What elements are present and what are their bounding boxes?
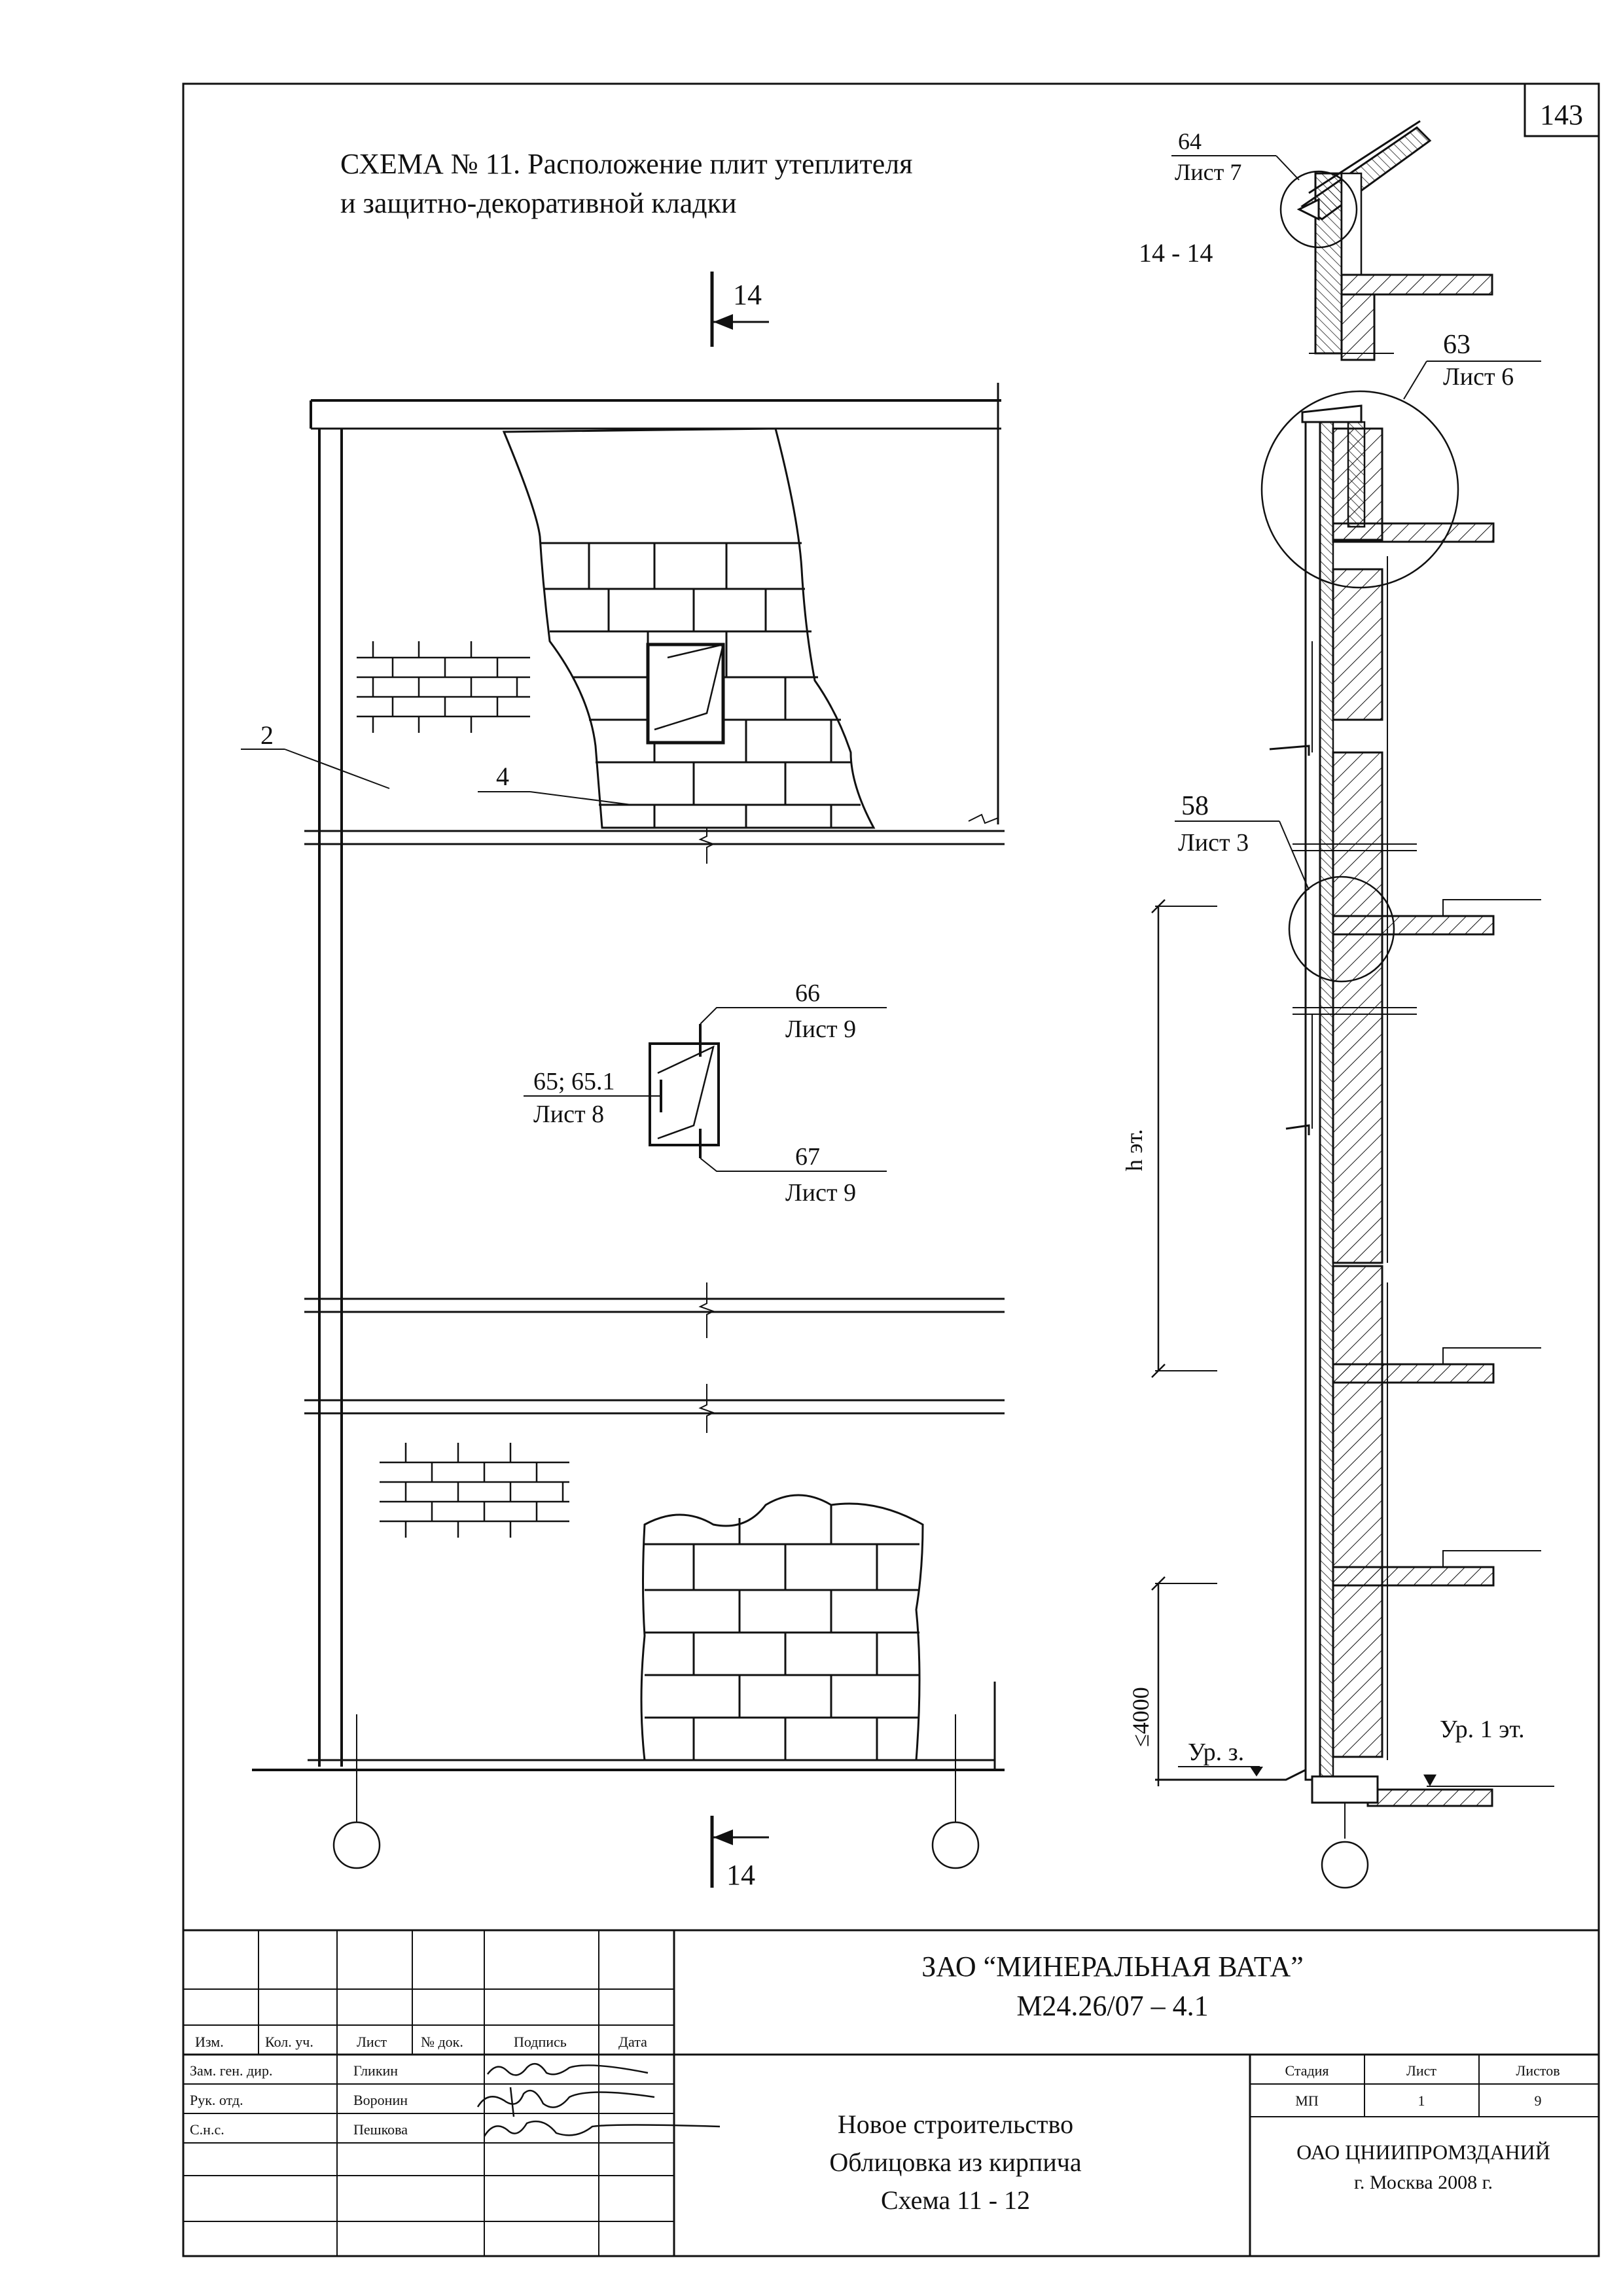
section-label-bottom: 14 (726, 1859, 755, 1891)
callout-66-number: 66 (795, 980, 820, 1007)
callout-64-number: 64 (1178, 128, 1202, 154)
dimension-floor-height: h эт. (1121, 899, 1217, 1378)
wall-section (1155, 120, 1554, 1889)
callout-65-sheet: Лист 8 (533, 1101, 604, 1128)
page-number: 143 (1540, 99, 1583, 131)
section-view-label: 14 - 14 (1139, 238, 1213, 268)
callout-64-sheet: Лист 7 (1175, 159, 1241, 185)
role-0: Зам. ген. дир. (190, 2062, 272, 2079)
ground-level-label: Ур. з. (1188, 1739, 1244, 1766)
header-signature: Подпись (514, 2034, 567, 2050)
signature-1 (476, 2087, 655, 2117)
callout-58-number: 58 (1181, 791, 1209, 821)
name-2: Пешкова (353, 2121, 408, 2138)
floor-height-label: h эт. (1121, 1129, 1147, 1171)
stage-value: МП (1295, 2093, 1319, 2109)
section-mark-bottom: 14 (710, 1816, 769, 1891)
callout-67-sheet: Лист 9 (785, 1179, 856, 1207)
section-label-top: 14 (733, 279, 762, 311)
project-line3: Схема 11 - 12 (881, 2185, 1030, 2215)
brick-cutaway-bottom (640, 1494, 924, 1761)
callout-2: 2 (241, 720, 390, 789)
sheets-value: 9 (1535, 2093, 1542, 2109)
dimension-max-height: ≤4000 (1128, 1576, 1217, 1786)
first-floor-level-label: Ур. 1 эт. (1440, 1716, 1525, 1743)
detail-circle-64 (1279, 170, 1358, 249)
project-line1: Новое строительство (838, 2110, 1073, 2139)
page-number-box (1524, 82, 1600, 137)
header-kol-uch: Кол. уч. (265, 2034, 313, 2050)
sheets-header: Листов (1516, 2062, 1560, 2079)
brick-cutaway-top (502, 427, 876, 829)
callout-4-label: 4 (496, 762, 509, 791)
signature-2 (483, 2120, 721, 2137)
sheet-frame (182, 82, 1600, 2257)
callout-67-number: 67 (795, 1143, 820, 1171)
section-mark-top: 14 (710, 272, 769, 347)
title-block: Изм. Кол. уч. Лист № док. Подпись Дата З… (183, 1929, 1599, 2256)
project-line2: Облицовка из кирпича (829, 2147, 1081, 2177)
max-height-label: ≤4000 (1128, 1687, 1154, 1747)
callout-2-label: 2 (260, 720, 274, 750)
callout-63-number: 63 (1443, 330, 1471, 360)
sheet-header: Лист (1406, 2062, 1436, 2079)
name-0: Гликин (353, 2062, 398, 2079)
callout-65-number: 65; 65.1 (533, 1068, 615, 1095)
role-2: С.н.с. (190, 2121, 224, 2138)
brick-pattern-lower (380, 1443, 569, 1538)
brick-pattern-upper (357, 641, 530, 733)
axis-bubble-left (332, 1821, 381, 1869)
header-doc-no: № док. (421, 2034, 463, 2050)
window-detail (524, 1007, 887, 1172)
axis-bubble-right (931, 1821, 980, 1869)
role-1: Рук. отд. (190, 2092, 243, 2108)
organization: ЗАО “МИНЕРАЛЬНАЯ ВАТА” (921, 1951, 1304, 1983)
institute: ОАО ЦНИИПРОМЗДАНИЙ (1296, 2140, 1550, 2164)
callout-63-sheet: Лист 6 (1443, 363, 1514, 391)
header-izm: Изм. (195, 2034, 224, 2050)
callout-66-sheet: Лист 9 (785, 1016, 856, 1043)
document-code: М24.26/07 – 4.1 (1016, 1990, 1208, 2022)
scheme-title-line1: СХЕМА № 11. Расположение плит утеплителя (340, 148, 912, 180)
header-list: Лист (357, 2034, 387, 2050)
detail-circle-58 (1288, 875, 1395, 983)
detail-circle-63 (1260, 390, 1459, 589)
callout-58-sheet: Лист 3 (1178, 829, 1249, 857)
scheme-title-line2: и защитно-декоративной кладки (340, 187, 737, 219)
callout-4: 4 (478, 762, 632, 805)
name-1: Воронин (353, 2092, 408, 2108)
city-year: г. Москва 2008 г. (1354, 2172, 1493, 2193)
signature-0 (487, 2062, 649, 2076)
axis-bubble-section (1321, 1841, 1369, 1889)
stage-header: Стадия (1285, 2062, 1329, 2079)
header-date: Дата (618, 2034, 647, 2050)
sheet-value: 1 (1418, 2093, 1425, 2109)
